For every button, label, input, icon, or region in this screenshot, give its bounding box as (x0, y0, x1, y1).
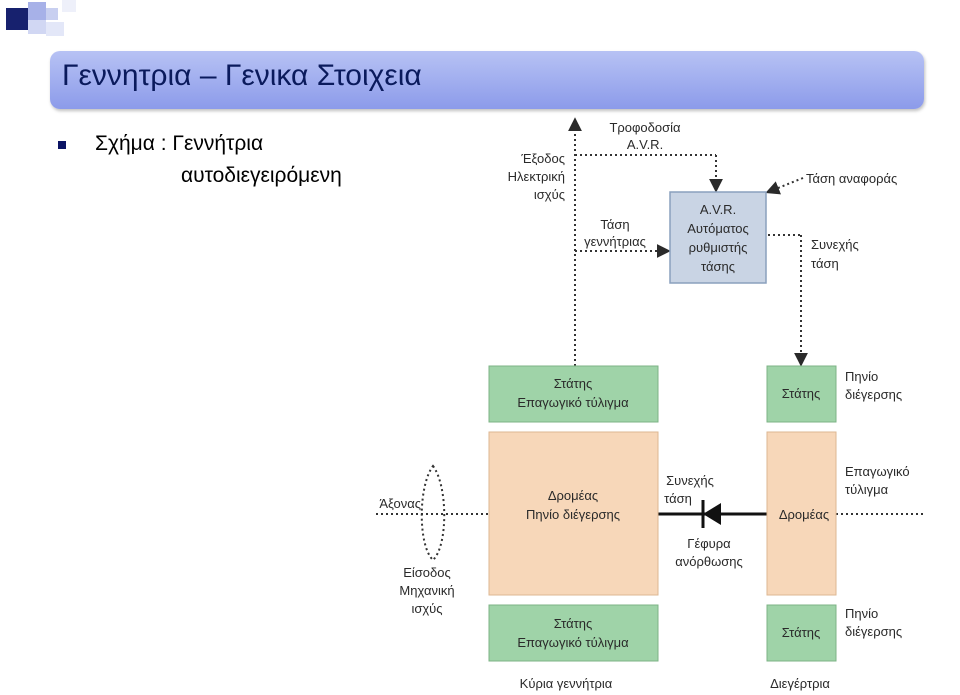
label-exodos-3: ισχύς (534, 187, 565, 202)
bullet-text-line1: Σχήμα : Γεννήτρια (95, 132, 264, 155)
title-bar: Γεννητρια – Γενικα Στοιχεια (50, 51, 924, 109)
avr-line-2: ρυθμιστής (689, 240, 748, 255)
label-trofodosia-2: A.V.R. (627, 137, 663, 152)
label-diegertria: Διεγέρτρια (770, 676, 830, 691)
connection-lines (376, 117, 924, 562)
label-exodos-1: Έξοδος (520, 151, 565, 166)
label-synexis-tasi-right-2: τάση (811, 256, 839, 271)
label-epagogiko-2: τύλιγμα (845, 482, 889, 497)
label-trofodosia-1: Τροφοδοσία (609, 120, 681, 135)
label-eisodos-1: Είσοδος (403, 565, 451, 580)
main-stator-bottom-label-1: Στάτης (554, 616, 593, 631)
exciter-stator-top-label: Στάτης (782, 386, 821, 401)
main-stator-top-label-1: Στάτης (554, 376, 593, 391)
label-pinio-bottom-1: Πηνίο (845, 606, 878, 621)
label-tasi-gennitrias-2: γεννήτριας (584, 234, 646, 249)
label-gefyra-2: ανόρθωσης (675, 554, 743, 569)
exciter-stator-bottom-label: Στάτης (782, 625, 821, 640)
label-axonas: Άξονας (379, 496, 421, 511)
label-epagogiko-1: Επαγωγικό (845, 464, 910, 479)
label-synexis-tasi-mid-2: τάση (664, 491, 692, 506)
label-gefyra-1: Γέφυρα (687, 536, 731, 551)
main-rotor-label-2: Πηνίο διέγερσης (526, 507, 620, 522)
main-stator-bottom-label-2: Επαγωγικό τύλιγμα (517, 635, 629, 650)
exciter-rotor-label: Δρομέας (779, 507, 829, 522)
main-stator-bottom (488, 604, 659, 662)
avr-line-1: Αυτόματος (687, 221, 749, 236)
label-synexis-tasi-right-1: Συνεχής (811, 237, 859, 252)
main-rotor-label-1: Δρομέας (548, 488, 598, 503)
bullet-text-line2: αυτοδιεγειρόμενη (181, 164, 342, 187)
exciter-stator-bottom (766, 604, 837, 662)
label-tasi-gennitrias-1: Τάση (600, 217, 629, 232)
diode-icon (703, 503, 721, 525)
main-stator-top (488, 365, 659, 423)
avr-box (669, 191, 767, 284)
reference-voltage-line (765, 177, 804, 195)
label-exodos-2: Ηλεκτρική (508, 169, 565, 184)
label-pinio-bottom-2: διέγερσης (845, 624, 902, 639)
label-eisodos-3: ισχύς (411, 601, 442, 616)
main-stator-top-label-2: Επαγωγικό τύλιγμα (517, 395, 629, 410)
exciter-stator-top (766, 365, 837, 423)
main-rotor (488, 431, 659, 596)
bullet-marker (58, 141, 66, 149)
exciter-rotor (766, 431, 837, 596)
slide-title: Γεννητρια – Γενικα Στοιχεια (62, 59, 422, 92)
label-kyria-gennitria: Κύρια γεννήτρια (520, 676, 613, 691)
label-tasi-anaforas: Τάση αναφοράς (806, 171, 897, 186)
avr-line-3: τάσης (701, 259, 735, 274)
avr-line-0: A.V.R. (700, 202, 736, 217)
label-eisodos-2: Μηχανική (399, 583, 454, 598)
label-synexis-tasi-mid-1: Συνεχής (666, 473, 714, 488)
corner-decoration (0, 0, 80, 50)
label-pinio-top-1: Πηνίο (845, 369, 878, 384)
label-pinio-top-2: διέγερσης (845, 387, 902, 402)
